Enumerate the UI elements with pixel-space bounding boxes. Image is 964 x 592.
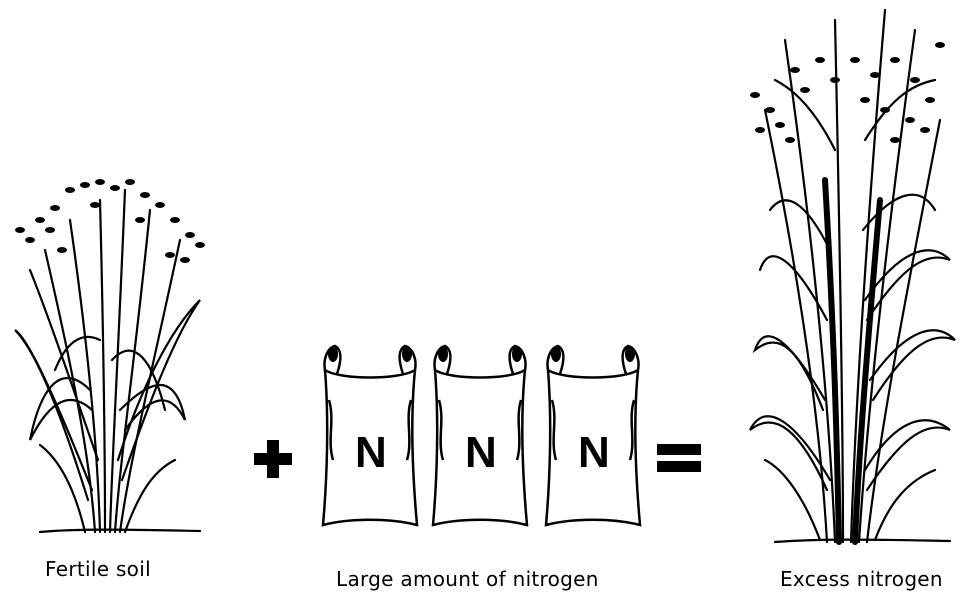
equals-icon	[655, 440, 703, 476]
caption-excess-nitrogen: Excess nitrogen	[780, 567, 943, 591]
plus-sign	[252, 438, 294, 480]
excess-nitrogen-rice-plant	[735, 0, 964, 550]
bag-2-nitrogen-label: N	[465, 428, 497, 478]
caption-fertile-soil: Fertile soil	[45, 557, 151, 581]
nitrogen-bag-2: N	[425, 340, 535, 530]
caption-large-amount-nitrogen: Large amount of nitrogen	[336, 567, 599, 591]
nitrogen-bag-1: N	[315, 340, 425, 530]
plus-icon	[252, 438, 294, 480]
fertile-soil-rice-plant	[0, 160, 230, 540]
bag-3-nitrogen-label: N	[578, 428, 610, 478]
rice-plant-small-illustration	[0, 160, 230, 540]
equals-sign	[655, 440, 703, 476]
bag-1-nitrogen-label: N	[355, 428, 387, 478]
rice-plant-tall-illustration	[735, 0, 964, 550]
nitrogen-bag-3: N	[538, 340, 648, 530]
